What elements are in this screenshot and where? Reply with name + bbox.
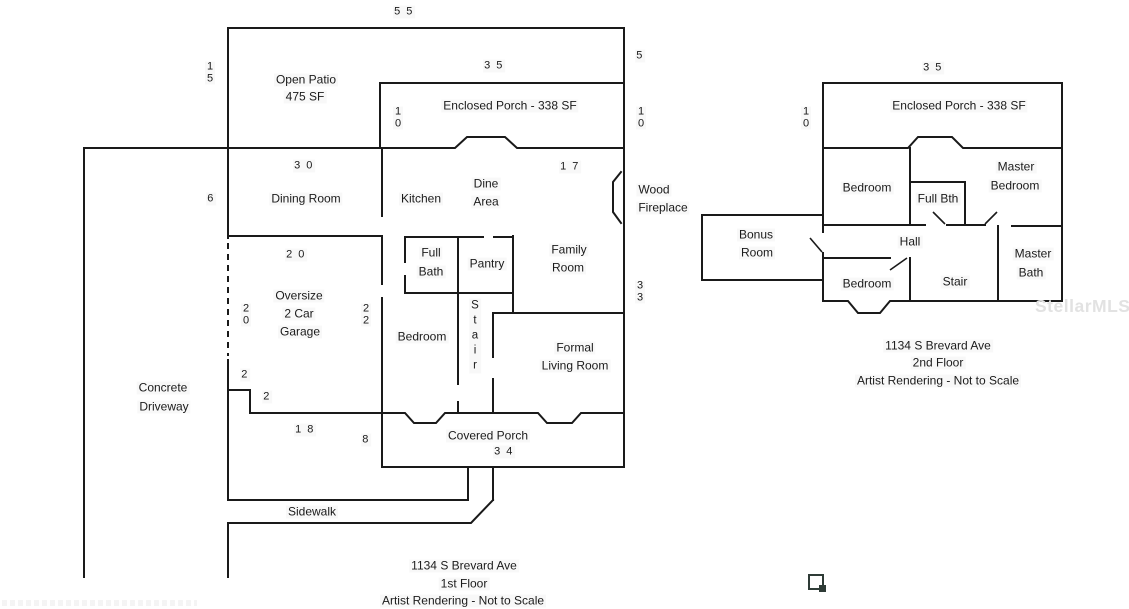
room-master-bedroom: Master: [997, 159, 1035, 174]
room-bonus: Bonus: [738, 227, 774, 242]
room-open-patio: Open Patio: [275, 72, 337, 87]
room-enclosed-porch-2f: Enclosed Porch - 338 SF: [892, 98, 1026, 113]
dim-porch2-width: 3 5: [923, 61, 943, 74]
dim-front-width: 1 8: [295, 423, 315, 436]
dim-dining-width: 3 0: [294, 159, 314, 172]
room-garage-3: Garage: [279, 324, 321, 339]
room-kitchen: Kitchen: [400, 191, 442, 206]
dim-dining-left: 6: [207, 192, 215, 205]
room-dine-area: Dine: [473, 176, 499, 191]
room-hall: Hall: [899, 234, 921, 249]
room-master-bath: Master: [1014, 246, 1052, 261]
room-pantry: Pantry: [469, 256, 505, 271]
dim-family-width: 1 7: [560, 160, 580, 173]
illegible-fine-print: [2, 600, 197, 606]
first-floor-walls: [83, 27, 625, 578]
dim-garage-right: 2 2: [362, 302, 370, 326]
room-garage-2: 2 Car: [284, 306, 314, 321]
room-garage: Oversize: [275, 288, 323, 303]
floor2-disclaimer: Artist Rendering - Not to Scale: [856, 373, 1020, 388]
floor2-address: 1134 S Brevard Ave: [885, 338, 991, 353]
dim-step-b: 2: [263, 390, 271, 403]
label-wood-fireplace: Wood: [638, 182, 670, 197]
room-full-bth: Full Bth: [917, 191, 959, 206]
bonus-room-walls: [701, 214, 824, 281]
dim-covered-porch-width: 3 4: [494, 445, 514, 458]
room-dine-area-2: Area: [473, 194, 499, 209]
room-dining: Dining Room: [271, 191, 341, 206]
dim-front-height: 8: [362, 433, 370, 446]
room-bonus-2: Room: [740, 245, 774, 260]
label-wood-fireplace-2: Fireplace: [638, 200, 688, 215]
label-sidewalk: Sidewalk: [287, 504, 337, 519]
floor1-title: 1st Floor: [440, 576, 488, 591]
room-covered-porch: Covered Porch: [447, 428, 529, 443]
room-enclosed-porch-1f: Enclosed Porch - 338 SF: [443, 98, 577, 113]
room-master-bedroom-2: Bedroom: [990, 178, 1040, 193]
floor2-title: 2nd Floor: [912, 355, 964, 370]
fireplace-bay: [612, 170, 623, 225]
dim-step-a: 2: [241, 368, 249, 381]
room-bedroom-2f-top: Bedroom: [842, 180, 892, 195]
room-formal-living-2: Living Room: [541, 358, 609, 373]
room-bedroom-1f: Bedroom: [397, 329, 447, 344]
room-open-patio-sf: 475 SF: [285, 89, 325, 104]
room-stair-2f: Stair: [942, 274, 968, 289]
dim-garage-width: 2 0: [286, 248, 306, 261]
dim-porch2-left-height: 1 0: [802, 105, 810, 129]
dim-porch-right: 5: [636, 49, 644, 62]
room-full-bath-2: Bath: [418, 264, 444, 279]
floor1-disclaimer: Artist Rendering - Not to Scale: [381, 593, 545, 608]
dim-patio-height: 1 5: [206, 60, 214, 84]
room-bedroom-2f-bottom: Bedroom: [842, 276, 892, 291]
room-stair-1f: S t a i r: [471, 299, 479, 372]
dim-family-right: 3 3: [636, 279, 644, 303]
thumbnail-icon: [808, 574, 826, 592]
dim-porch-right-height: 1 0: [637, 105, 645, 129]
label-driveway: Concrete: [138, 380, 188, 395]
door-swings: [809, 211, 998, 271]
floor1-address: 1134 S Brevard Ave: [411, 558, 517, 573]
label-driveway-2: Driveway: [139, 399, 189, 414]
room-master-bath-2: Bath: [1018, 265, 1044, 280]
dim-overall-width: 5 5: [394, 5, 414, 18]
dim-porch-left-height: 1 0: [394, 105, 402, 129]
dim-garage-left: 2 0: [242, 302, 250, 326]
dim-porch-width: 3 5: [484, 59, 504, 72]
room-family: Family: [551, 242, 587, 257]
room-full-bath: Full: [421, 245, 441, 260]
room-family-2: Room: [551, 260, 585, 275]
room-formal-living: Formal: [556, 340, 594, 355]
second-floor-walls: [701, 82, 1063, 314]
thumbnail-icon-dot: [819, 585, 826, 592]
stellar-mls-watermark: StellarMLS: [1035, 296, 1129, 316]
